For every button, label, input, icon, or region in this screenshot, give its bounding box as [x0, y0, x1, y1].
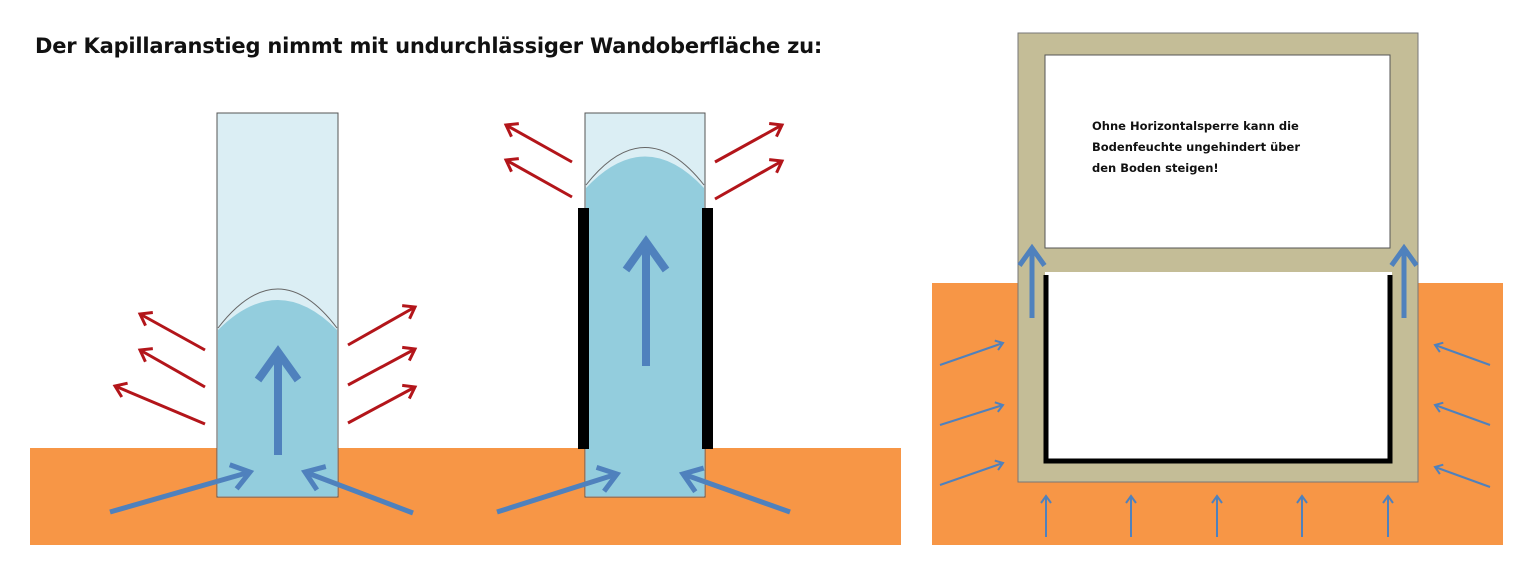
basement-sealing	[1043, 275, 1393, 464]
column-sealed	[578, 112, 713, 498]
annotation-note: Ohne Horizontalsperre kann die Bodenfeuc…	[1092, 116, 1352, 179]
evaporation-arrows-left-column	[112, 304, 418, 426]
column-permeable	[216, 112, 339, 498]
soil-left	[30, 448, 901, 545]
building-cross-section	[1017, 32, 1419, 483]
soil-moisture-arrows-left	[109, 462, 414, 516]
rising-damp-arrows	[1017, 243, 1419, 318]
note-line: den Boden steigen!	[1092, 161, 1219, 175]
note-line: Bodenfeuchte ungehindert über	[1092, 140, 1300, 154]
lateral-moisture-arrows	[939, 339, 1491, 488]
barrier-right	[702, 208, 713, 449]
barrier-left	[578, 208, 589, 449]
basement-room	[1045, 272, 1392, 462]
evaporation-arrows-right-column	[503, 122, 785, 201]
upper-room	[1044, 54, 1391, 249]
soil-moisture-arrows-right	[496, 464, 791, 515]
note-line: Ohne Horizontalsperre kann die	[1092, 119, 1299, 133]
diagram-title: Der Kapillaranstieg nimmt mit undurchläs…	[35, 34, 823, 58]
upward-moisture-arrows	[1040, 494, 1394, 537]
